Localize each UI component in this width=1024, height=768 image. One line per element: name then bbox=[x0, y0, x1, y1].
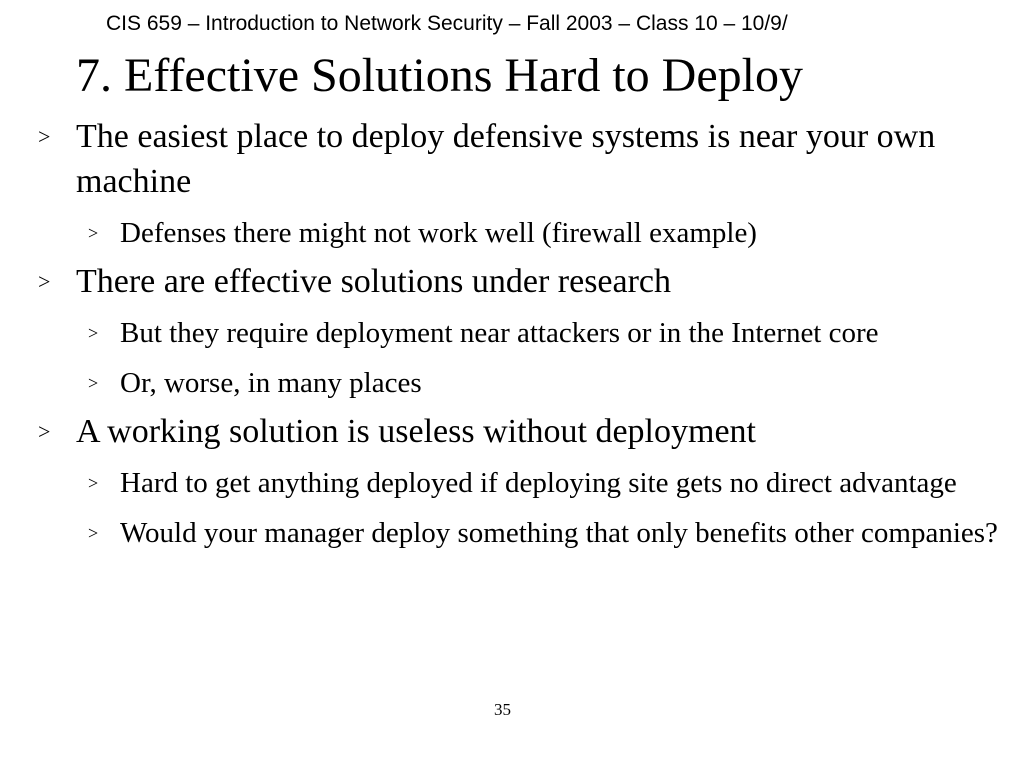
bullet-item: > A working solution is useless without … bbox=[36, 409, 1011, 554]
chevron-right-icon: > bbox=[38, 419, 51, 444]
chevron-right-icon: > bbox=[38, 124, 51, 149]
bullet-text: There are effective solutions under rese… bbox=[76, 263, 672, 300]
bullet-list: > The easiest place to deploy defensive … bbox=[36, 114, 1011, 554]
chevron-right-icon: > bbox=[88, 373, 99, 393]
sub-bullet-text: Defenses there might not work well (fire… bbox=[120, 217, 757, 249]
sub-bullet-list: > Hard to get anything deployed if deplo… bbox=[76, 462, 1011, 554]
course-header: CIS 659 – Introduction to Network Securi… bbox=[106, 12, 788, 35]
chevron-right-icon: > bbox=[88, 323, 99, 343]
chevron-right-icon: > bbox=[88, 523, 99, 543]
sub-bullet-text: But they require deployment near attacke… bbox=[120, 317, 879, 349]
slide-title: 7. Effective Solutions Hard to Deploy bbox=[76, 49, 803, 102]
sub-bullet-item: > Would your manager deploy something th… bbox=[76, 512, 1011, 554]
sub-bullet-item: > Defenses there might not work well (fi… bbox=[76, 212, 1011, 254]
sub-bullet-text: Or, worse, in many places bbox=[120, 367, 422, 399]
sub-bullet-list: > Defenses there might not work well (fi… bbox=[76, 212, 1011, 254]
bullet-text: The easiest place to deploy defensive sy… bbox=[76, 118, 936, 200]
bullet-item: > The easiest place to deploy defensive … bbox=[36, 114, 1011, 254]
chevron-right-icon: > bbox=[88, 473, 99, 493]
chevron-right-icon: > bbox=[88, 223, 99, 243]
sub-bullet-list: > But they require deployment near attac… bbox=[76, 312, 1011, 404]
sub-bullet-text: Hard to get anything deployed if deployi… bbox=[120, 467, 957, 499]
chevron-right-icon: > bbox=[38, 269, 51, 294]
sub-bullet-text: Would your manager deploy something that… bbox=[120, 517, 998, 549]
sub-bullet-item: > But they require deployment near attac… bbox=[76, 312, 1011, 354]
sub-bullet-item: > Or, worse, in many places bbox=[76, 362, 1011, 404]
slide-number: 35 bbox=[494, 700, 511, 719]
bullet-item: > There are effective solutions under re… bbox=[36, 259, 1011, 404]
bullet-text: A working solution is useless without de… bbox=[76, 413, 756, 450]
sub-bullet-item: > Hard to get anything deployed if deplo… bbox=[76, 462, 1011, 504]
